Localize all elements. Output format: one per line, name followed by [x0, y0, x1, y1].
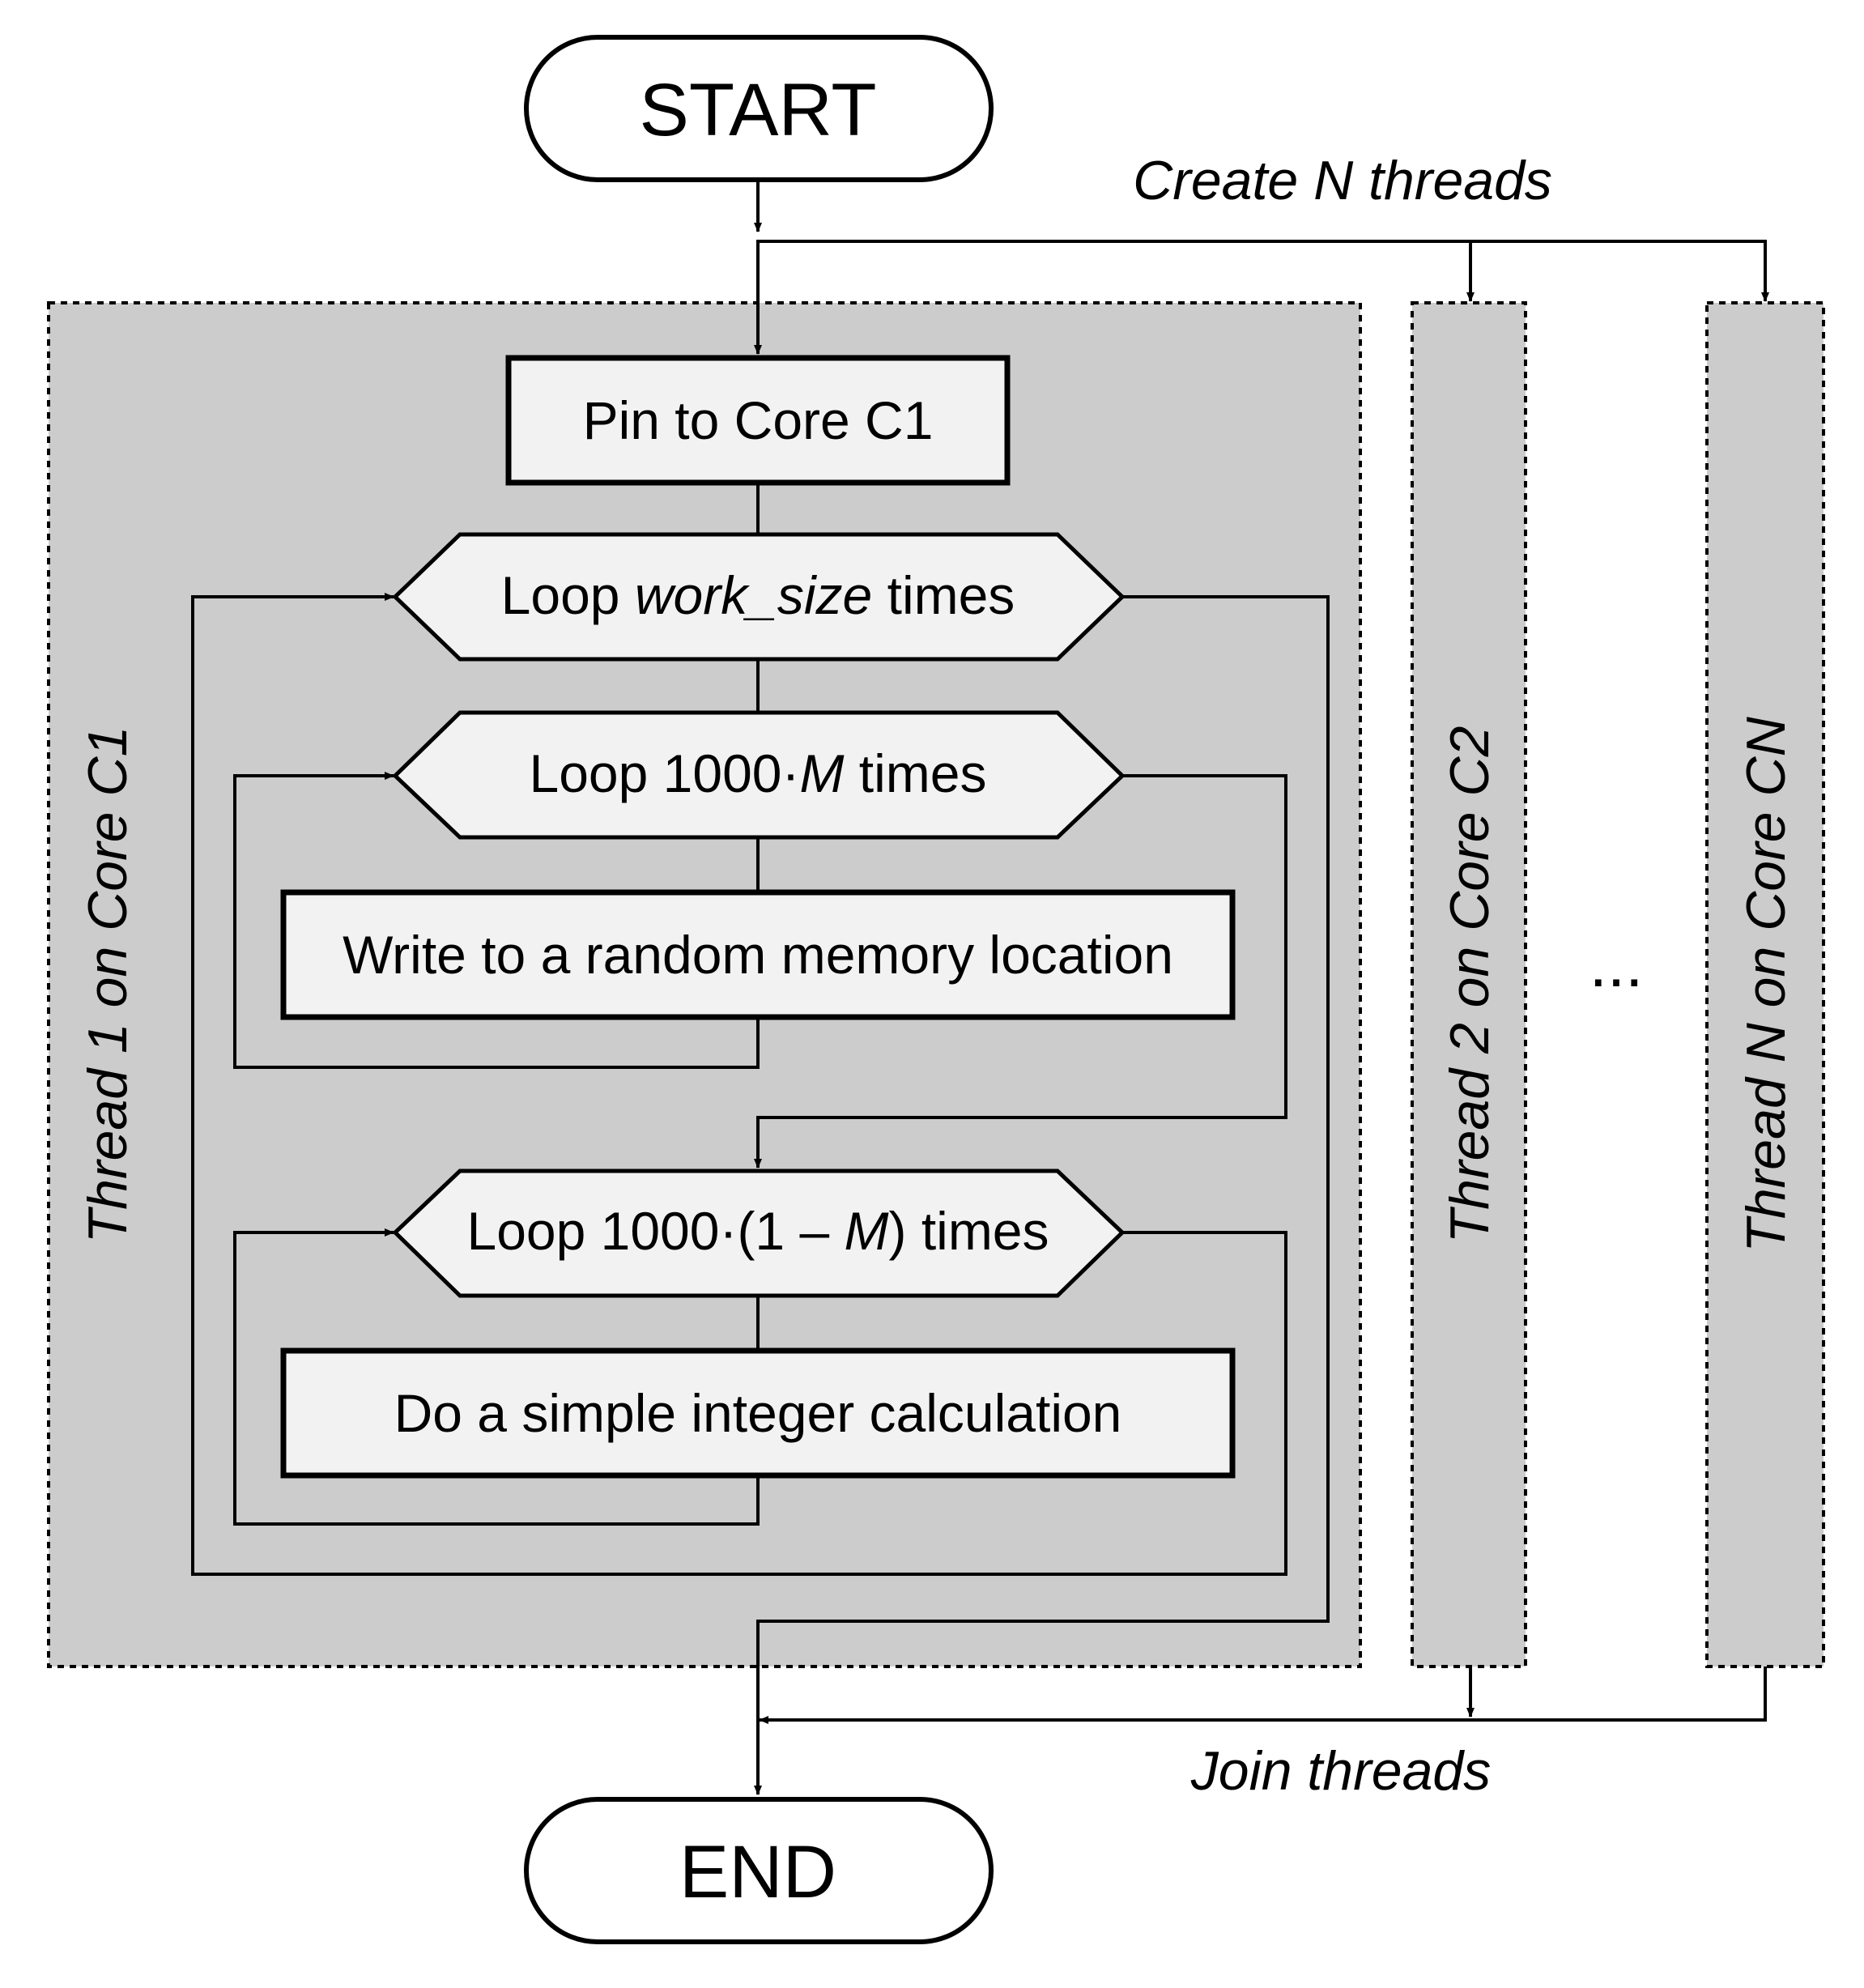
create-threads-label: Create N threads	[1133, 150, 1552, 211]
loop-calc-pre: Loop 1000·(1 –	[466, 1201, 844, 1261]
start-terminal: START	[524, 35, 994, 182]
loop-calc-var: M	[845, 1201, 889, 1261]
loop-mem-post: times	[844, 743, 986, 803]
join-threads-label: Join threads	[1190, 1740, 1491, 1802]
thread-1-label: Thread 1 on Core C1	[77, 726, 138, 1244]
join-horizontal-line	[759, 1667, 1767, 1724]
start-label: START	[639, 69, 876, 151]
calc-node: Do a simple integer calculation	[280, 1347, 1236, 1479]
pin-label: Pin to Core C1	[583, 390, 934, 450]
thread-2-label: Thread 2 on Core C2	[1439, 726, 1500, 1244]
loop-calc-node: Loop 1000·(1 – M) times	[392, 1169, 1126, 1298]
loop-work-var: work_size	[635, 565, 872, 625]
connectors	[191, 180, 1769, 1795]
loop-work-pre: Loop	[501, 565, 635, 625]
loop-work-exit-edge	[754, 595, 1330, 1795]
loop-calc-back-edge	[233, 1228, 760, 1526]
pin-node: Pin to Core C1	[505, 355, 1011, 486]
loop-mem-label: Loop 1000·M times	[530, 743, 987, 803]
loop-mem-exit-edge	[754, 774, 1287, 1169]
loop-mem-back-edge	[233, 772, 760, 1069]
ellipsis-label: ...	[1590, 928, 1644, 1000]
thread-n-label: Thread N on Core CN	[1735, 716, 1797, 1252]
loop-mem-pre: Loop 1000·	[530, 743, 800, 803]
loop-calc-label: Loop 1000·(1 – M) times	[466, 1201, 1049, 1261]
write-label: Write to a random memory location	[343, 925, 1173, 985]
loop-work-node: Loop work_size times	[392, 532, 1126, 662]
loop-mem-node: Loop 1000·M times	[392, 710, 1126, 840]
thread-n-panel	[1705, 301, 1825, 1668]
end-terminal: END	[524, 1797, 994, 1944]
fork-horizontal-line	[758, 240, 1769, 302]
loop-work-label: Loop work_size times	[501, 565, 1015, 625]
loop-calc-post: ) times	[889, 1201, 1049, 1261]
thread-2-panel	[1411, 301, 1527, 1668]
loop-mem-var: M	[799, 743, 844, 803]
loop-work-post: times	[872, 565, 1015, 625]
end-label: END	[679, 1831, 836, 1914]
loop-calc-exit-edge	[191, 593, 1287, 1576]
calc-label: Do a simple integer calculation	[394, 1383, 1122, 1443]
write-node: Write to a random memory location	[280, 889, 1236, 1020]
